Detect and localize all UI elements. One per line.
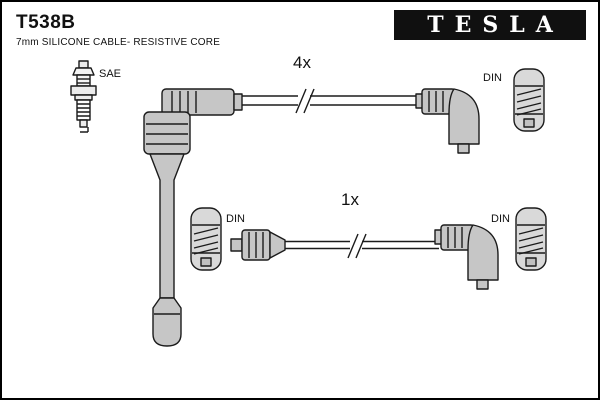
label-qty-bottom: 1x (341, 190, 359, 209)
elbow-boot-icon (415, 88, 480, 154)
label-din-bottom-right: DIN (491, 213, 510, 225)
straight-boot-icon (230, 229, 286, 261)
tesla-logo: TESLA (394, 10, 586, 40)
label-sae: SAE (99, 68, 121, 80)
part-number: T538B (16, 12, 76, 33)
label-qty-top: 4x (293, 53, 311, 72)
label-din-bottom-left: DIN (226, 213, 245, 225)
coil-boot-icon (143, 88, 243, 347)
product-description: 7mm SILICONE CABLE- RESISTIVE CORE (16, 37, 221, 48)
label-din-top-right: DIN (483, 72, 502, 84)
din-terminal-icon (513, 68, 545, 132)
din-terminal-icon (190, 207, 222, 271)
cable-1x (285, 233, 439, 259)
elbow-boot-icon (434, 224, 499, 290)
din-terminal-icon (515, 207, 547, 271)
cable-4x (242, 88, 420, 114)
spark-plug-icon (70, 60, 97, 133)
brand-name: TESLA (427, 12, 564, 38)
